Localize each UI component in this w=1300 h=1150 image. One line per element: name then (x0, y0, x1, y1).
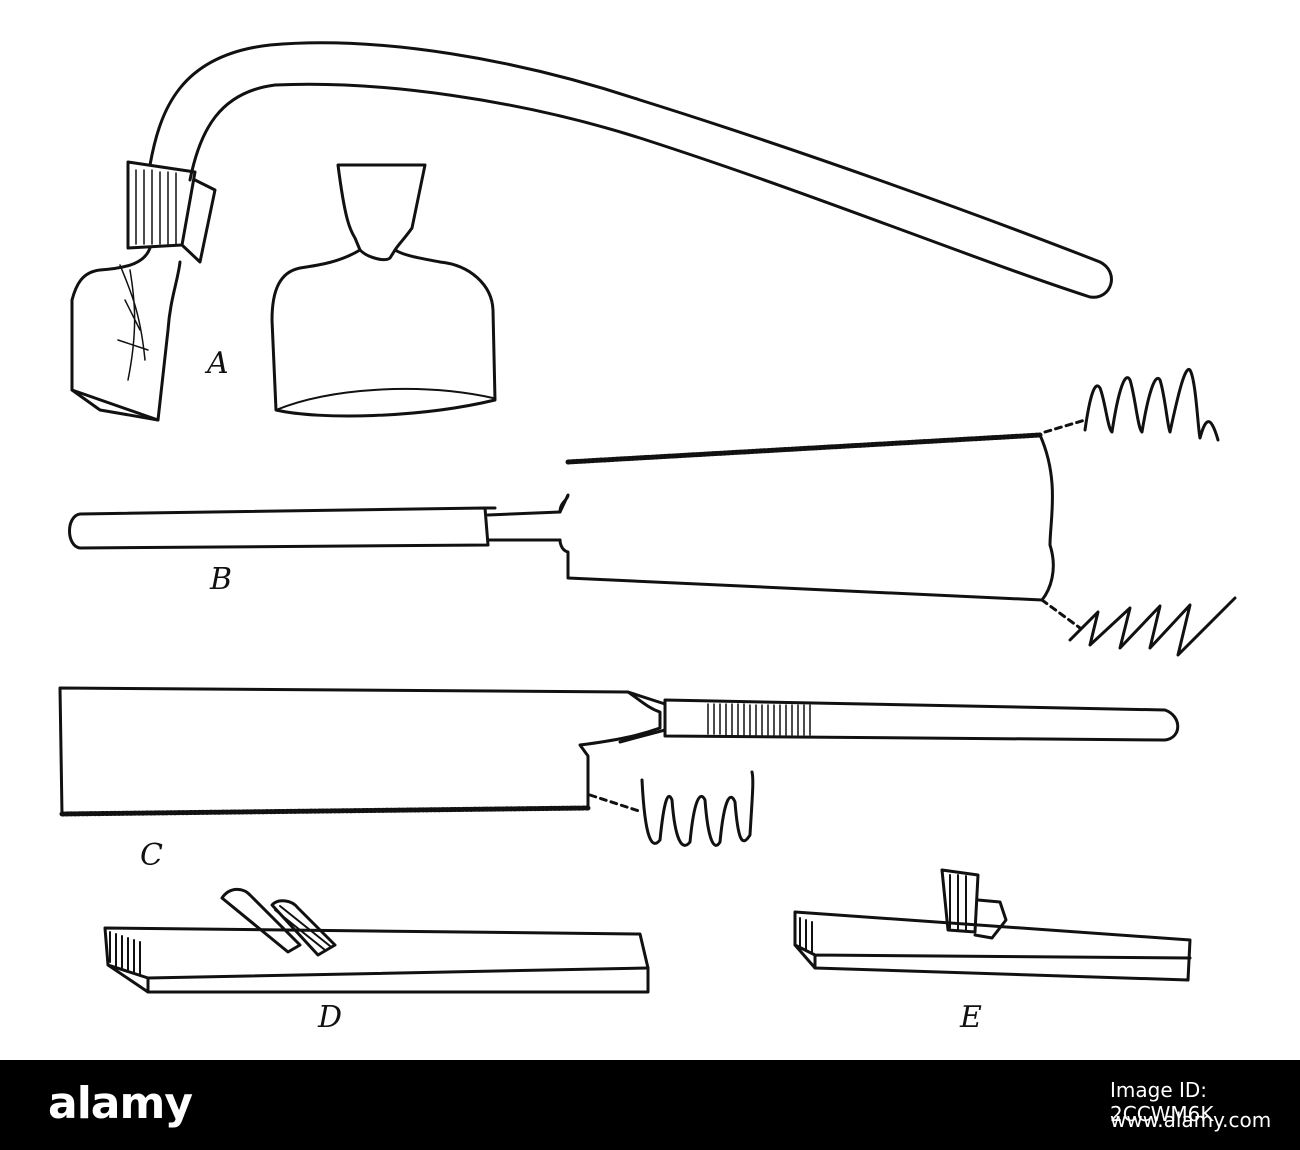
watermark-footer: alamy Image ID: 2CCWM6K www.alamy.com (0, 1060, 1300, 1150)
adze-drawing (72, 43, 1111, 420)
figure-label-d: D (318, 1000, 343, 1035)
adze-socket (128, 162, 195, 248)
brand-logo: alamy (48, 1078, 193, 1129)
plane-blade (222, 889, 300, 952)
back-saw-handle (665, 700, 1178, 740)
figure-label-c: C (140, 838, 163, 873)
back-saw-blade (60, 688, 660, 814)
pull-saw-handle (70, 508, 489, 548)
plane-body (105, 928, 648, 992)
plane-drawing (105, 889, 648, 992)
small-plane-drawing (795, 870, 1190, 980)
figure-label-a: A (207, 346, 229, 381)
pull-saw-teeth-bottom (1070, 598, 1235, 655)
back-saw-drawing (60, 688, 1178, 845)
image-id-text: Image ID: 2CCWM6K (1110, 1078, 1214, 1126)
back-saw-teeth (642, 772, 753, 845)
adze-handle (150, 43, 1111, 297)
small-plane-blade (942, 870, 978, 932)
small-plane-body (795, 912, 1190, 980)
site-url-text: www.alamy.com (1110, 1108, 1272, 1132)
pull-saw-teeth-top (1085, 369, 1218, 440)
pull-saw-drawing (70, 369, 1236, 655)
figure-label-b: B (210, 562, 233, 597)
pull-saw-blade (560, 435, 1053, 600)
adze-blade-front (338, 165, 425, 260)
figure-label-e: E (960, 1000, 982, 1035)
tools-illustration: A B C D E (58, 41, 1237, 1035)
